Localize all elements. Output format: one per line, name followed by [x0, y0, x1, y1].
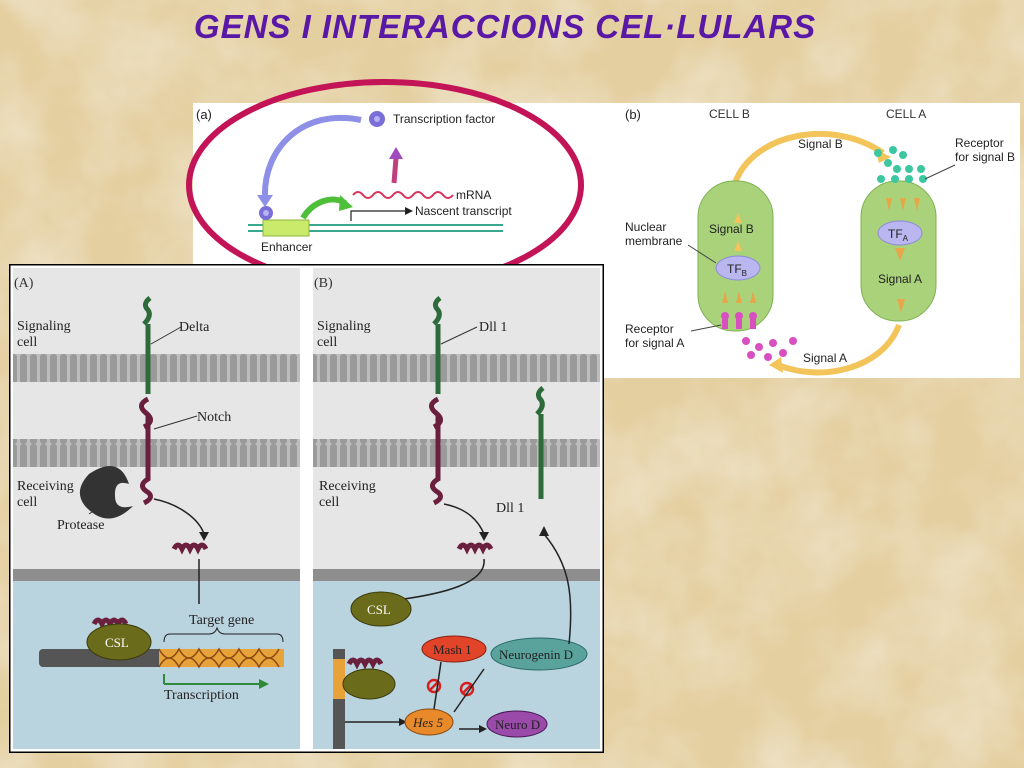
B-receiving-label-line2: cell: [319, 495, 339, 510]
neurogenin-label: Neurogenin D: [499, 647, 573, 662]
panel-B-label: (B): [314, 276, 333, 291]
panel-b-label: (b): [625, 107, 641, 122]
A-signaling-label-line2: cell: [17, 335, 37, 350]
enhancer-box: [262, 219, 310, 237]
protease-shape: [79, 466, 133, 519]
receptor-b-label-line2: for signal B: [955, 150, 1015, 164]
A-csl-shape: [86, 623, 152, 661]
tf-b-label: TFB: [727, 262, 747, 278]
notch-signaling-panel: (A) Signaling cell Receiving cell Delta …: [9, 264, 604, 753]
A-receiving-label-line1: Receiving: [17, 479, 74, 494]
neurod-shape: [486, 710, 548, 738]
signal-a-in-label: Signal A: [878, 272, 922, 286]
delta-protein: [142, 296, 152, 394]
bound-transcription-factor-icon: [259, 206, 273, 220]
mrna-wave: [352, 191, 454, 199]
A-csl-label: CSL: [105, 635, 129, 650]
panel-b-cell-signaling-diagram: (b) CELL B CELL A Signal B Receptor for …: [603, 103, 1020, 378]
receptor-a-label-line2: for signal A: [625, 336, 684, 350]
B-signaling-label-line1: Signaling: [317, 319, 371, 334]
panel-a-label: (a): [196, 107, 212, 122]
signal-a-bottom-label: Signal A: [803, 351, 847, 365]
A-signaling-label-line1: Signaling: [17, 319, 71, 334]
transcription-factor-icon: [369, 111, 385, 127]
delta-label: Delta: [179, 320, 210, 335]
transcription-label: Transcription: [164, 688, 239, 703]
transcription-factor-label: Transcription factor: [393, 112, 495, 126]
slide-title: GENS I INTERACCIONS CEL·LULARS: [193, 8, 817, 45]
panel-a-transcription-diagram: (a) Transcription factor mRNA Nascent tr…: [193, 103, 603, 268]
signal-b-top-label: Signal B: [798, 137, 843, 151]
nascent-transcript-label: Nascent transcript: [415, 204, 512, 218]
tf-b-shape: [715, 255, 761, 281]
cell-b-label: CELL B: [709, 107, 750, 121]
enhancer-label: Enhancer: [261, 240, 312, 254]
tf-a-shape: [877, 220, 923, 246]
B-csl-label: CSL: [367, 602, 391, 617]
signal-b-in-label: Signal B: [709, 222, 754, 236]
nuclear-membrane-label-line1: Nuclear: [625, 220, 666, 234]
dll1-right-label: Dll 1: [496, 501, 524, 516]
neurogenin-shape: [490, 637, 588, 671]
receptor-a-label-line1: Receptor: [625, 322, 674, 336]
target-gene-label: Target gene: [189, 613, 254, 628]
B-receiving-label-line1: Receiving: [319, 479, 376, 494]
mash1-label: Mash 1: [433, 642, 472, 657]
mash1-shape: [421, 635, 487, 663]
protease-label: Protease: [57, 518, 104, 533]
neurod-label: Neuro D: [495, 717, 540, 732]
B-signaling-label-line2: cell: [317, 335, 337, 350]
hes5-shape: [404, 708, 454, 736]
notch-label: Notch: [197, 410, 231, 425]
nuclear-membrane-label-line2: membrane: [625, 234, 683, 248]
hes5-label: Hes 5: [412, 715, 443, 730]
panel-A-label: (A): [14, 276, 34, 291]
receptor-b-label-line1: Receptor: [955, 136, 1004, 150]
cell-a-label: CELL A: [886, 107, 926, 121]
notch-protein: [139, 396, 153, 506]
A-receiving-label-line2: cell: [17, 495, 37, 510]
B-csl-shape: [350, 591, 412, 627]
tf-a-label: TFA: [888, 227, 909, 243]
dll1-top-label: Dll 1: [479, 320, 507, 335]
highlight-ellipse: [186, 79, 584, 291]
mrna-label: mRNA: [456, 188, 491, 202]
